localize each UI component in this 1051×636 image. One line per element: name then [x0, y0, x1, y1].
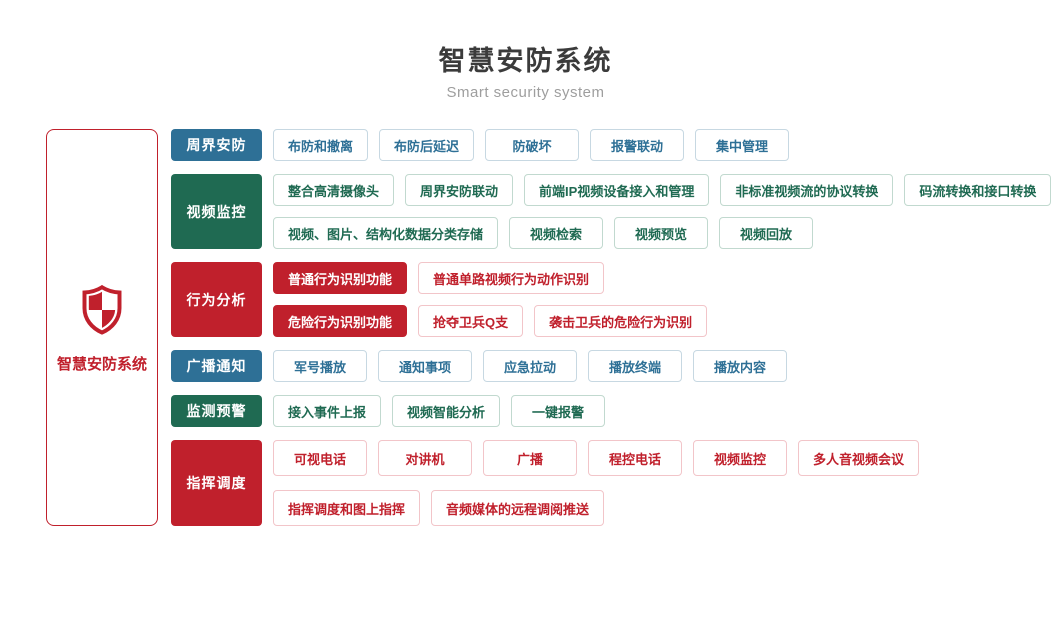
feature-chip[interactable]: 布防后延迟 [379, 129, 475, 162]
header: 智慧安防系统 Smart security system [0, 0, 1051, 101]
feature-chip[interactable]: 播放内容 [693, 350, 787, 383]
feature-chip[interactable]: 多人音视频会议 [798, 440, 920, 477]
feature-row-monitor: 监测预警接入事件上报视频智能分析一键报警 [171, 395, 1051, 428]
feature-chip[interactable]: 视频检索 [509, 217, 604, 250]
feature-chip[interactable]: 播放终端 [588, 350, 682, 383]
feature-line: 危险行为识别功能抢夺卫兵Q支袭击卫兵的危险行为识别 [273, 305, 708, 338]
feature-chip[interactable]: 指挥调度和图上指挥 [273, 490, 421, 527]
system-root-label: 智慧安防系统 [56, 355, 147, 373]
system-root-node: 智慧安防系统 [46, 129, 158, 527]
feature-chip[interactable]: 视频预览 [614, 217, 709, 250]
feature-chip[interactable]: 音频媒体的远程调阅推送 [431, 490, 605, 527]
feature-row-broadcast: 广播通知军号播放通知事项应急拉动播放终端播放内容 [171, 350, 1051, 383]
category-label-perimeter: 周界安防 [171, 129, 262, 162]
feature-chip[interactable]: 防破坏 [485, 129, 580, 162]
feature-line: 视频、图片、结构化数据分类存储视频检索视频预览视频回放 [273, 217, 1051, 250]
shield-checkered-icon [74, 282, 130, 343]
feature-line: 指挥调度和图上指挥音频媒体的远程调阅推送 [273, 490, 919, 527]
feature-chip[interactable]: 抢夺卫兵Q支 [418, 305, 524, 338]
feature-line: 可视电话对讲机广播程控电话视频监控多人音视频会议 [273, 440, 920, 477]
feature-chip[interactable]: 视频、图片、结构化数据分类存储 [273, 217, 499, 250]
page: 智慧安防系统 Smart security system 智慧安防系统 周界安防… [0, 0, 1051, 527]
category-label-broadcast: 广播通知 [171, 350, 262, 383]
feature-line: 布防和撤离布防后延迟防破坏报警联动集中管理 [273, 129, 790, 162]
feature-row-video: 视频监控整合高清摄像头周界安防联动前端IP视频设备接入和管理非标准视频流的协议转… [171, 174, 1051, 250]
feature-chip[interactable]: 危险行为识别功能 [273, 305, 408, 338]
feature-chip[interactable]: 程控电话 [588, 440, 682, 477]
feature-chip[interactable]: 布防和撤离 [273, 129, 369, 162]
category-label-behavior: 行为分析 [171, 262, 262, 338]
feature-chip[interactable]: 非标准视频流的协议转换 [720, 174, 894, 207]
feature-chip[interactable]: 对讲机 [378, 440, 472, 477]
feature-line: 接入事件上报视频智能分析一键报警 [273, 395, 606, 428]
feature-chip[interactable]: 周界安防联动 [405, 174, 514, 207]
category-label-monitor: 监测预警 [171, 395, 262, 428]
feature-row-dispatch: 指挥调度可视电话对讲机广播程控电话视频监控多人音视频会议指挥调度和图上指挥音频媒… [171, 440, 1051, 527]
feature-chip[interactable]: 一键报警 [511, 395, 606, 428]
feature-chip[interactable]: 视频监控 [693, 440, 787, 477]
feature-rows: 周界安防布防和撤离布防后延迟防破坏报警联动集中管理视频监控整合高清摄像头周界安防… [171, 129, 1051, 527]
feature-chip[interactable]: 可视电话 [273, 440, 367, 477]
diagram: 智慧安防系统 周界安防布防和撤离布防后延迟防破坏报警联动集中管理视频监控整合高清… [46, 129, 1051, 527]
feature-line: 普通行为识别功能普通单路视频行为动作识别 [273, 262, 707, 295]
feature-chip[interactable]: 通知事项 [378, 350, 472, 383]
category-label-dispatch: 指挥调度 [171, 440, 262, 527]
category-label-video: 视频监控 [171, 174, 262, 250]
page-subtitle: Smart security system [446, 84, 605, 102]
feature-row-behavior: 行为分析普通行为识别功能普通单路视频行为动作识别危险行为识别功能抢夺卫兵Q支袭击… [171, 262, 1051, 338]
feature-chip[interactable]: 码流转换和接口转换 [904, 174, 1051, 207]
feature-chip[interactable]: 应急拉动 [483, 350, 577, 383]
feature-chip[interactable]: 视频回放 [719, 217, 814, 250]
feature-chip[interactable]: 集中管理 [695, 129, 790, 162]
feature-chip[interactable]: 袭击卫兵的危险行为识别 [534, 305, 708, 338]
feature-line: 军号播放通知事项应急拉动播放终端播放内容 [273, 350, 787, 383]
feature-chip[interactable]: 视频智能分析 [392, 395, 501, 428]
feature-chip[interactable]: 普通行为识别功能 [273, 262, 408, 295]
page-title: 智慧安防系统 [438, 46, 613, 76]
feature-line: 整合高清摄像头周界安防联动前端IP视频设备接入和管理非标准视频流的协议转换码流转… [273, 174, 1051, 207]
feature-chip[interactable]: 接入事件上报 [273, 395, 382, 428]
feature-chip[interactable]: 军号播放 [273, 350, 367, 383]
feature-chip[interactable]: 广播 [483, 440, 577, 477]
feature-row-perimeter: 周界安防布防和撤离布防后延迟防破坏报警联动集中管理 [171, 129, 1051, 162]
feature-chip[interactable]: 报警联动 [590, 129, 685, 162]
feature-chip[interactable]: 普通单路视频行为动作识别 [418, 262, 605, 295]
feature-chip[interactable]: 整合高清摄像头 [273, 174, 395, 207]
feature-chip[interactable]: 前端IP视频设备接入和管理 [524, 174, 710, 207]
